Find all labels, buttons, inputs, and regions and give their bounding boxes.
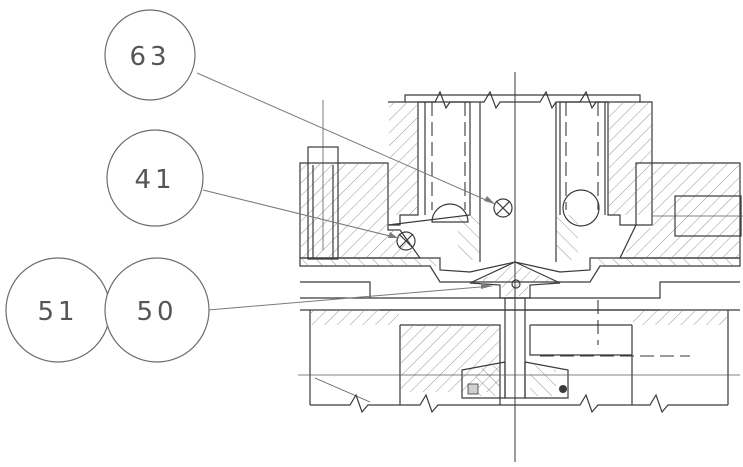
valve-stem — [504, 297, 526, 399]
leader-41-arrow — [388, 232, 398, 238]
lower-core-hatch — [401, 326, 499, 392]
callout-label-51: 51 — [37, 297, 78, 327]
callout-41: 41 — [106, 129, 204, 227]
callout-label-41: 41 — [134, 165, 175, 195]
callout-63: 63 — [104, 9, 196, 101]
ball-right — [562, 189, 600, 227]
lower-guide-hatch — [530, 364, 556, 396]
lower-guide-hatch — [476, 364, 500, 396]
left-flange-hatch — [301, 164, 416, 257]
right-flange-hatch — [624, 164, 739, 257]
callout-label-50: 50 — [136, 297, 177, 327]
diagonal-line — [314, 377, 371, 403]
seal-right — [559, 385, 567, 393]
upper-housing-right-hatch — [609, 103, 651, 215]
marker-63 — [493, 198, 513, 218]
cross-section — [298, 72, 743, 462]
leader-50-arrow — [481, 283, 492, 289]
callout-50: 50 — [104, 257, 210, 363]
lower-body — [300, 309, 740, 405]
break-line-bottom — [310, 393, 728, 414]
leader-63 — [196, 72, 496, 205]
callout-bubble — [106, 129, 204, 227]
lower-guide — [461, 361, 569, 399]
valve-pin — [511, 279, 521, 289]
inner-wall-hatch — [556, 215, 578, 260]
callout-label-63: 63 — [129, 42, 170, 72]
leader-63-arrow — [484, 196, 495, 204]
callout-bubble — [104, 257, 210, 363]
break-line-top — [405, 90, 640, 110]
marker-41 — [396, 231, 416, 251]
leader-50 — [207, 285, 493, 311]
lower-body-hatch-right — [633, 311, 727, 325]
callout-bubble — [104, 9, 196, 101]
inner-wall-hatch — [458, 215, 480, 260]
diaphragm-hatch — [591, 259, 739, 266]
ball-left — [431, 203, 469, 223]
diaphragm-hatch — [301, 259, 439, 266]
callout-51: 51 — [5, 257, 111, 363]
lower-body-hatch-left — [311, 311, 399, 325]
seal-left — [467, 383, 479, 395]
valve-cone — [469, 261, 561, 299]
leader-lines — [196, 72, 496, 311]
leader-41 — [202, 189, 399, 239]
diaphragm-plate — [299, 257, 741, 283]
